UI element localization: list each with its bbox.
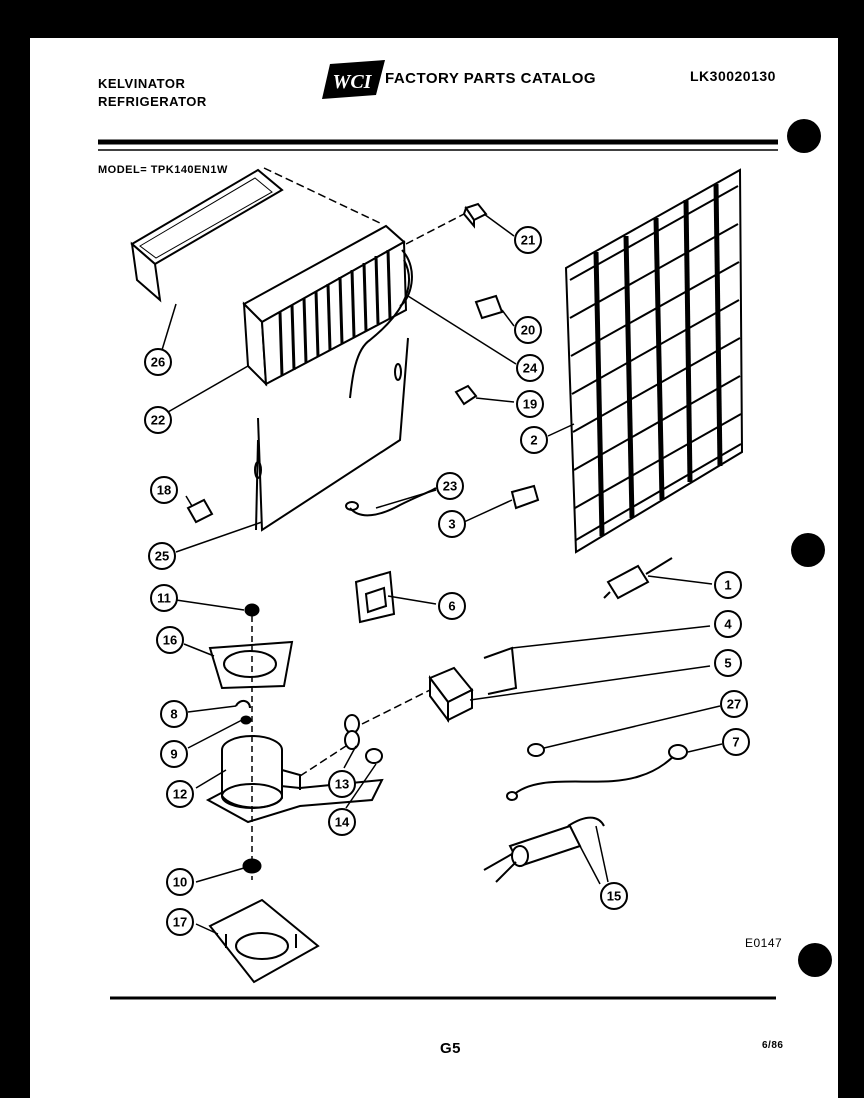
svg-text:8: 8 <box>170 707 177 722</box>
svg-text:1: 1 <box>724 578 731 593</box>
part-8-clip <box>235 700 251 709</box>
callout-6: 6 <box>438 592 466 620</box>
callout-2: 2 <box>520 426 548 454</box>
svg-text:9: 9 <box>170 747 177 762</box>
callout-1: 1 <box>714 571 742 599</box>
svg-text:20: 20 <box>521 323 535 338</box>
callout-26: 26 <box>144 348 172 376</box>
svg-text:19: 19 <box>523 397 537 412</box>
callout-12: 12 <box>166 780 194 808</box>
part-17-mount-plate <box>208 898 320 984</box>
part-20-clip <box>474 294 504 320</box>
callout-4: 4 <box>714 610 742 638</box>
binder-hole-bottom <box>798 943 832 977</box>
part-14-overload <box>365 748 383 764</box>
svg-text:16: 16 <box>163 633 177 648</box>
svg-text:4: 4 <box>724 617 732 632</box>
svg-text:10: 10 <box>173 875 187 890</box>
callout-20: 20 <box>514 316 542 344</box>
part-22-evaporator <box>242 224 413 387</box>
svg-text:21: 21 <box>521 233 535 248</box>
callout-18: 18 <box>150 476 178 504</box>
catalog-title: FACTORY PARTS CATALOG <box>385 70 597 87</box>
part-26-cover-panel <box>130 168 284 303</box>
catalog-number: LK30020130 <box>690 68 776 84</box>
callout-21: 21 <box>514 226 542 254</box>
page-number: G5 <box>440 1040 462 1057</box>
svg-text:5: 5 <box>724 656 731 671</box>
callout-11: 11 <box>150 584 178 612</box>
part-13-relay <box>344 714 360 750</box>
svg-text:7: 7 <box>732 735 739 750</box>
part-18-clip <box>186 498 214 524</box>
svg-text:3: 3 <box>448 517 455 532</box>
callout-13: 13 <box>328 770 356 798</box>
svg-text:26: 26 <box>151 355 165 370</box>
part-6-bracket <box>354 570 396 624</box>
part-1-defrost-thermostat <box>603 557 673 600</box>
svg-text:24: 24 <box>523 361 538 376</box>
callout-16: 16 <box>156 626 184 654</box>
callout-22: 22 <box>144 406 172 434</box>
callout-8: 8 <box>160 700 188 728</box>
callout-27: 27 <box>720 690 748 718</box>
model-label: MODEL= TPK140EN1W <box>98 164 228 176</box>
part-11-nut <box>244 603 260 617</box>
callout-14: 14 <box>328 808 356 836</box>
page-date: 6/86 <box>762 1040 784 1051</box>
svg-text:27: 27 <box>727 697 741 712</box>
svg-text:17: 17 <box>173 915 187 930</box>
svg-text:22: 22 <box>151 413 165 428</box>
part-16-base-shield <box>208 640 294 690</box>
binder-hole-top <box>787 119 821 153</box>
callout-19: 19 <box>516 390 544 418</box>
callout-15: 15 <box>600 882 628 910</box>
svg-text:2: 2 <box>530 433 537 448</box>
callout-24: 24 <box>516 354 544 382</box>
part-7-power-cord <box>506 744 688 801</box>
part-2-condenser <box>564 168 744 554</box>
part-3-clip <box>510 484 540 510</box>
part-15-capacitor <box>483 816 605 883</box>
svg-text:WCI: WCI <box>333 71 373 93</box>
callout-10: 10 <box>166 868 194 896</box>
svg-text:13: 13 <box>335 777 349 792</box>
svg-text:23: 23 <box>443 479 457 494</box>
callout-25: 25 <box>148 542 176 570</box>
svg-text:12: 12 <box>173 787 187 802</box>
part-5-relay-cover <box>428 666 474 723</box>
part-12-compressor <box>205 735 384 824</box>
part-19-clip <box>454 384 478 406</box>
callout-9: 9 <box>160 740 188 768</box>
part-27-grommet <box>527 743 545 757</box>
callout-5: 5 <box>714 649 742 677</box>
part-9-washer <box>240 715 252 725</box>
svg-text:14: 14 <box>335 815 350 830</box>
svg-text:11: 11 <box>157 591 171 606</box>
part-21-grommet <box>462 202 488 229</box>
callouts: 1 2 3 4 5 6 7 8 9 10 11 12 13 14 15 16 1… <box>144 226 750 936</box>
svg-text:18: 18 <box>157 483 171 498</box>
wci-logo: WCI <box>322 60 385 99</box>
callout-3: 3 <box>438 510 466 538</box>
callout-23: 23 <box>436 472 464 500</box>
part-23-drain-tube <box>345 487 437 517</box>
leader-lines <box>161 167 723 935</box>
callout-17: 17 <box>166 908 194 936</box>
product-type: REFRIGERATOR <box>98 94 207 109</box>
svg-text:25: 25 <box>155 549 169 564</box>
binder-hole-middle <box>791 533 825 567</box>
svg-text:6: 6 <box>448 599 455 614</box>
part-4-bracket <box>483 646 518 695</box>
diagram-code: E0147 <box>745 936 783 950</box>
part-25-capillary-tube <box>254 259 410 532</box>
callout-7: 7 <box>722 728 750 756</box>
brand-name: KELVINATOR <box>98 76 186 91</box>
svg-text:15: 15 <box>607 889 621 904</box>
